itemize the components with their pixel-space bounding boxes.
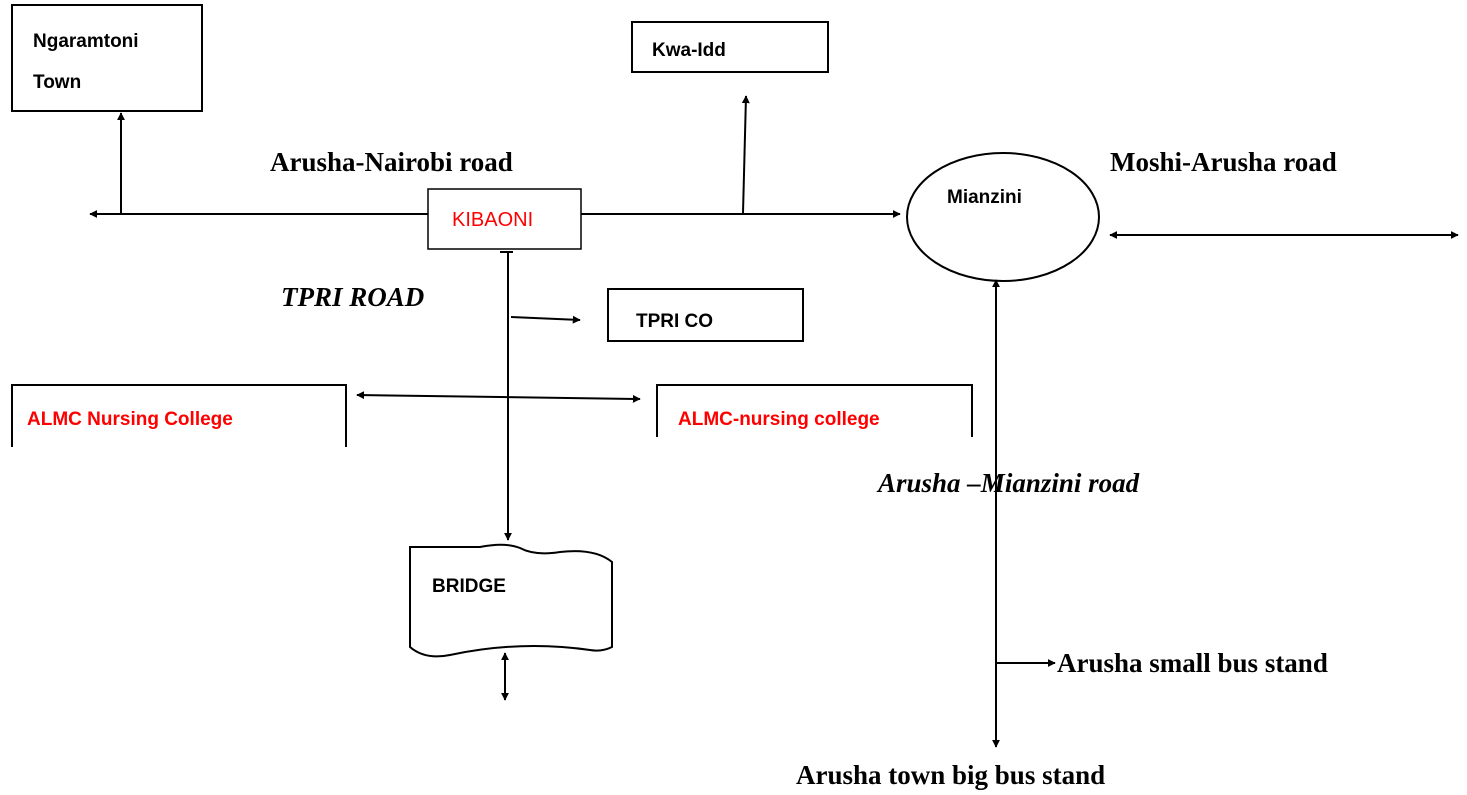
moshi-arusha-road-label: Moshi-Arusha road	[1110, 147, 1337, 177]
bridge-label: BRIDGE	[432, 576, 506, 597]
mianzini-label: Mianzini	[947, 187, 1022, 208]
kwa-idd-box: Kwa-Idd	[631, 21, 829, 73]
ngaramtoni-label-line2: Town	[33, 72, 81, 93]
kwa-idd-branch	[741, 95, 750, 214]
tpri-co-label: TPRI CO	[636, 311, 713, 332]
ngaramtoni-label-line1: Ngaramtoni	[33, 31, 139, 52]
tpri-co-box: TPRI CO	[607, 288, 804, 342]
almc-nursing-college-left-box: ALMC Nursing College	[11, 384, 347, 447]
kwa-idd-label: Kwa-Idd	[652, 40, 726, 61]
almc-nursing-college-right-box: ALMC-nursing college	[656, 384, 973, 437]
kibaoni-box: KIBAONI	[427, 188, 582, 250]
arusha-mianzini-road-label: Arusha –Mianzini road	[876, 468, 1140, 498]
tpri-road-label: TPRI ROAD	[281, 282, 424, 312]
small-bus-stand-label: Arusha small bus stand	[1057, 648, 1328, 678]
almc-crossing-road	[356, 391, 641, 403]
mianzini-roundabout: Mianzini	[906, 152, 1100, 282]
tpri-co-branch	[510, 315, 581, 324]
almc-left-label: ALMC Nursing College	[27, 409, 233, 430]
arusha-nairobi-road-label: Arusha-Nairobi road	[270, 147, 513, 177]
ngaramtoni-town-box: Ngaramtoni Town	[11, 4, 203, 112]
bridge-shape: BRIDGE	[409, 543, 613, 658]
kibaoni-label: KIBAONI	[452, 209, 533, 231]
big-bus-stand-label: Arusha town big bus stand	[796, 760, 1105, 790]
almc-right-label: ALMC-nursing college	[678, 409, 880, 430]
